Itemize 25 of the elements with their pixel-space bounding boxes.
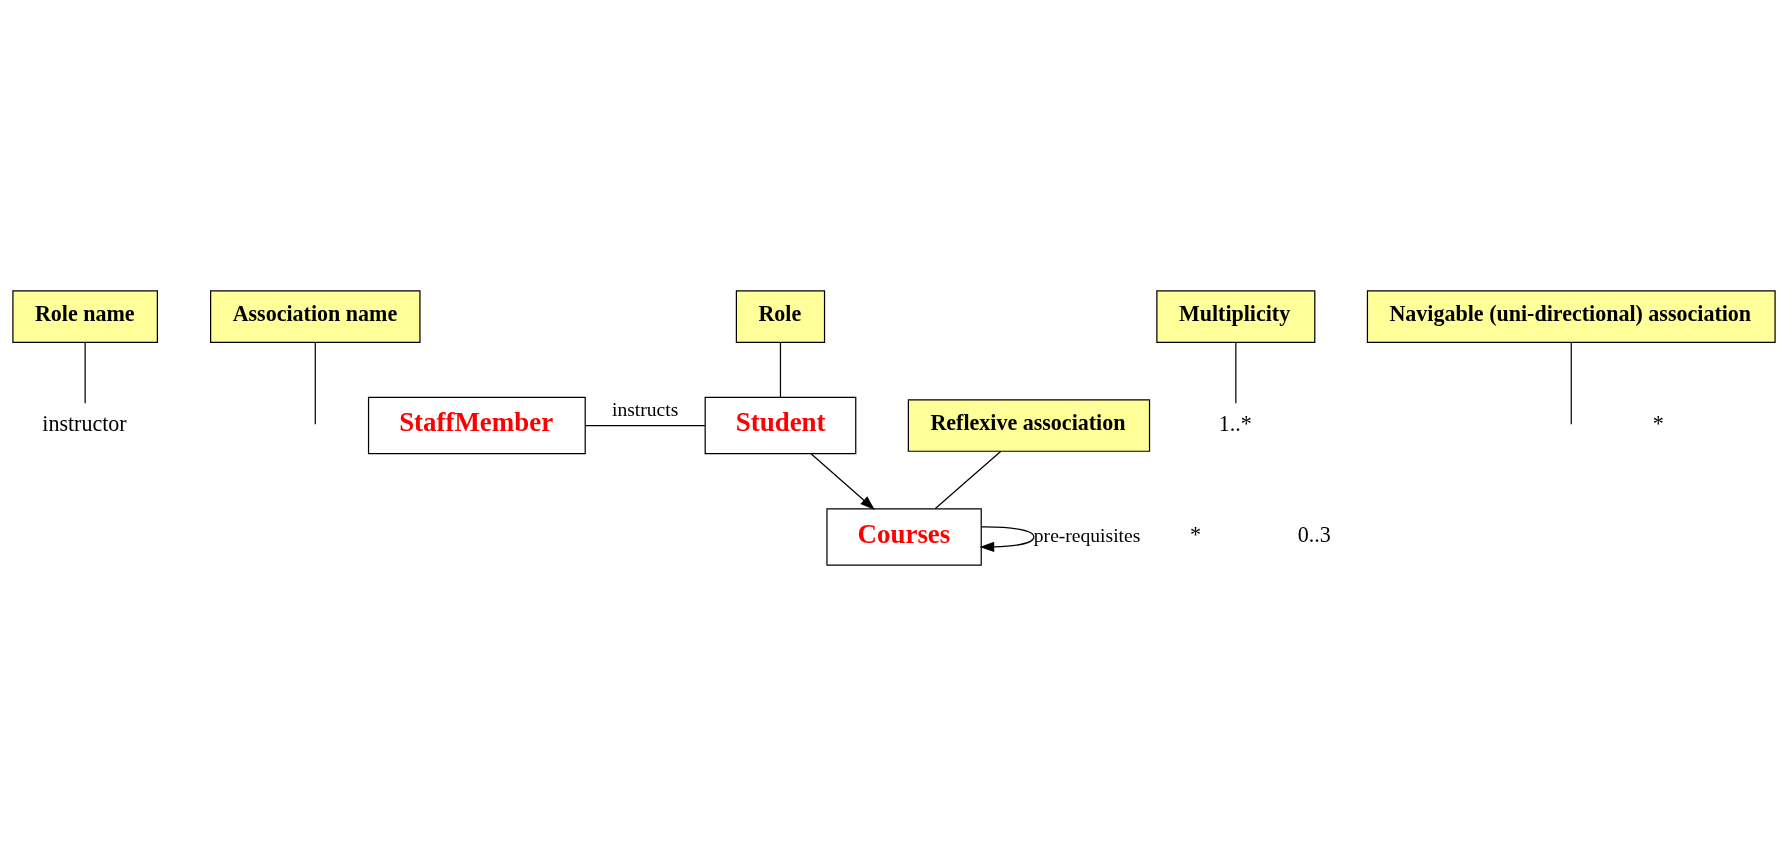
connector — [314, 341, 316, 425]
edge-label: instructs — [612, 398, 679, 420]
arrow — [979, 526, 1035, 553]
label: 0..3 — [1297, 522, 1331, 548]
connector — [1235, 341, 1237, 404]
node-box: Association name — [210, 290, 421, 343]
connector — [1570, 341, 1572, 425]
node-text: instructor — [42, 410, 127, 436]
node-box: Multiplicity — [1156, 290, 1316, 343]
arrow — [810, 453, 875, 510]
connector — [585, 424, 706, 427]
node-text: 1..* — [1218, 410, 1252, 436]
connector — [934, 450, 1002, 510]
connector — [779, 341, 782, 398]
node-box: Reflexive association — [907, 399, 1151, 452]
node-box: Student — [704, 396, 857, 455]
node-box: Role — [735, 290, 826, 343]
label: * — [1652, 410, 1664, 436]
node-box: StaffMember — [367, 396, 586, 455]
label: * — [1189, 522, 1201, 548]
node-box: Courses — [826, 508, 982, 566]
node-box: Navigable (uni-directional) association — [1366, 290, 1776, 343]
edge-label: pre-requisites — [1033, 524, 1141, 546]
connector — [84, 341, 86, 404]
node-box: Role name — [12, 290, 158, 343]
